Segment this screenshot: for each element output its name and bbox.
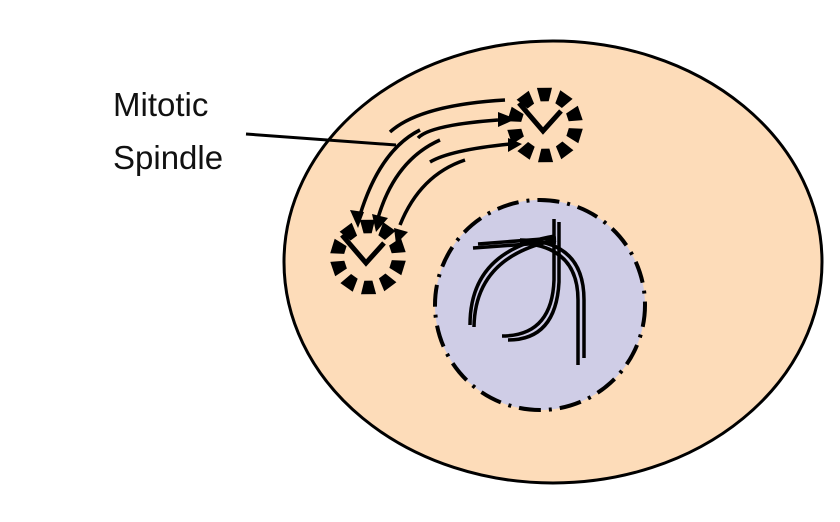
chromosomes — [468, 219, 586, 365]
centrosome-wedge — [566, 105, 583, 122]
spindle-arrowheads — [350, 112, 522, 244]
centrosome-wedge — [389, 237, 406, 254]
centrosome-bottom — [330, 219, 406, 295]
centrosome-top — [507, 87, 583, 163]
mitotic-spindle — [358, 98, 511, 226]
centriole-pair — [517, 101, 563, 135]
label-pointer-line — [245, 132, 397, 147]
nucleus — [433, 198, 647, 412]
centrosome-wedge — [516, 90, 535, 109]
centrosome-wedge — [507, 128, 524, 145]
centrosome-wedge — [555, 141, 574, 160]
label-mitotic: Mitotic — [113, 86, 209, 123]
centrosome-wedge — [378, 273, 397, 292]
label-spindle: Spindle — [113, 139, 224, 176]
centrosome-wedge — [538, 148, 554, 163]
centrosome-wedge — [339, 222, 358, 241]
centrosome-wedge — [555, 90, 573, 108]
centrosome-wedge — [566, 128, 583, 144]
centrosome-wedge — [361, 280, 377, 295]
centrosome-wedge — [378, 222, 396, 240]
centrosome-wedge — [517, 142, 535, 160]
centrosome-wedge — [536, 87, 552, 102]
centrosome-wedge — [330, 260, 347, 277]
centrosome-wedge — [340, 274, 358, 292]
centrosome-wedge — [389, 260, 406, 276]
centrosome-wedge — [359, 219, 375, 234]
centrosome-wedge — [330, 238, 347, 254]
centrosome-wedge — [507, 106, 524, 122]
centriole-pair — [340, 233, 386, 267]
